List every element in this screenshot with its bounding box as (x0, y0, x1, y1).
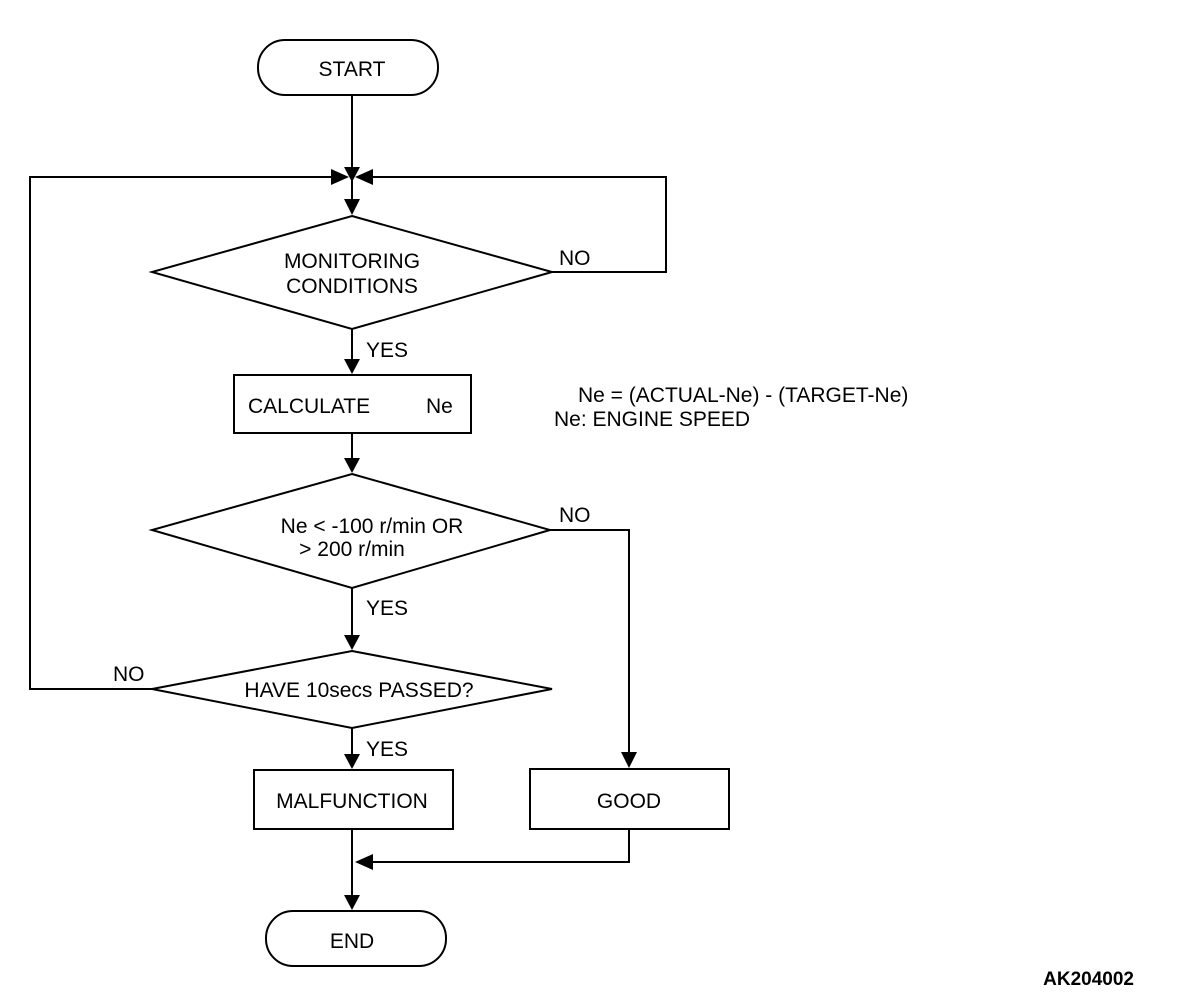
arrowhead-calc (344, 359, 360, 374)
end-label: END (330, 930, 374, 953)
malfunction-box (253, 769, 454, 830)
arrowhead-threshold (344, 458, 360, 473)
loop-monitoring-no (366, 176, 667, 273)
connector-threshold-good (550, 529, 630, 757)
arrowhead-malfunction (344, 754, 360, 769)
timer-label: HAVE 10secs PASSED? (244, 679, 473, 702)
threshold-label-line1: Ne < -100 r/min OR (281, 515, 464, 538)
yes-label-timer: YES (366, 738, 408, 761)
arrowhead-good (621, 752, 637, 768)
threshold-label-line2: > 200 r/min (299, 538, 405, 561)
malfunction-label: MALFUNCTION (276, 790, 428, 813)
arrowhead-loop-right (355, 169, 373, 185)
start-terminal (257, 39, 439, 96)
loop-timer-no (29, 176, 338, 690)
calculate-var: Ne (426, 395, 453, 418)
formula-note: Ne = (ACTUAL-Ne) - (TARGET-Ne) (578, 384, 908, 407)
calculate-label: CALCULATE (248, 395, 370, 418)
yes-label-monitoring: YES (366, 339, 408, 362)
arrowhead-monitoring (344, 199, 360, 215)
arrowhead-good-merge (355, 854, 373, 870)
monitoring-label-line2: CONDITIONS (286, 275, 418, 298)
end-terminal (265, 910, 447, 967)
monitoring-decision (148, 214, 556, 331)
definition-note: Ne: ENGINE SPEED (554, 408, 750, 431)
no-label-timer: NO (113, 663, 145, 686)
arrowhead-start-merge (344, 167, 360, 182)
no-label-monitoring: NO (559, 247, 591, 270)
good-label: GOOD (597, 790, 661, 813)
connector-good-end (368, 829, 630, 863)
figure-reference: AK204002 (1043, 969, 1134, 990)
monitoring-label-line1: MONITORING (284, 250, 420, 273)
arrowhead-loop-left (331, 169, 349, 185)
no-label-threshold: NO (559, 504, 591, 527)
arrowhead-end (344, 895, 360, 910)
good-box (529, 768, 730, 830)
calculate-process (233, 374, 472, 434)
timer-decision (151, 649, 553, 730)
yes-label-threshold: YES (366, 597, 408, 620)
start-label: START (319, 58, 386, 81)
threshold-decision (148, 472, 554, 590)
arrowhead-timer (344, 635, 360, 650)
